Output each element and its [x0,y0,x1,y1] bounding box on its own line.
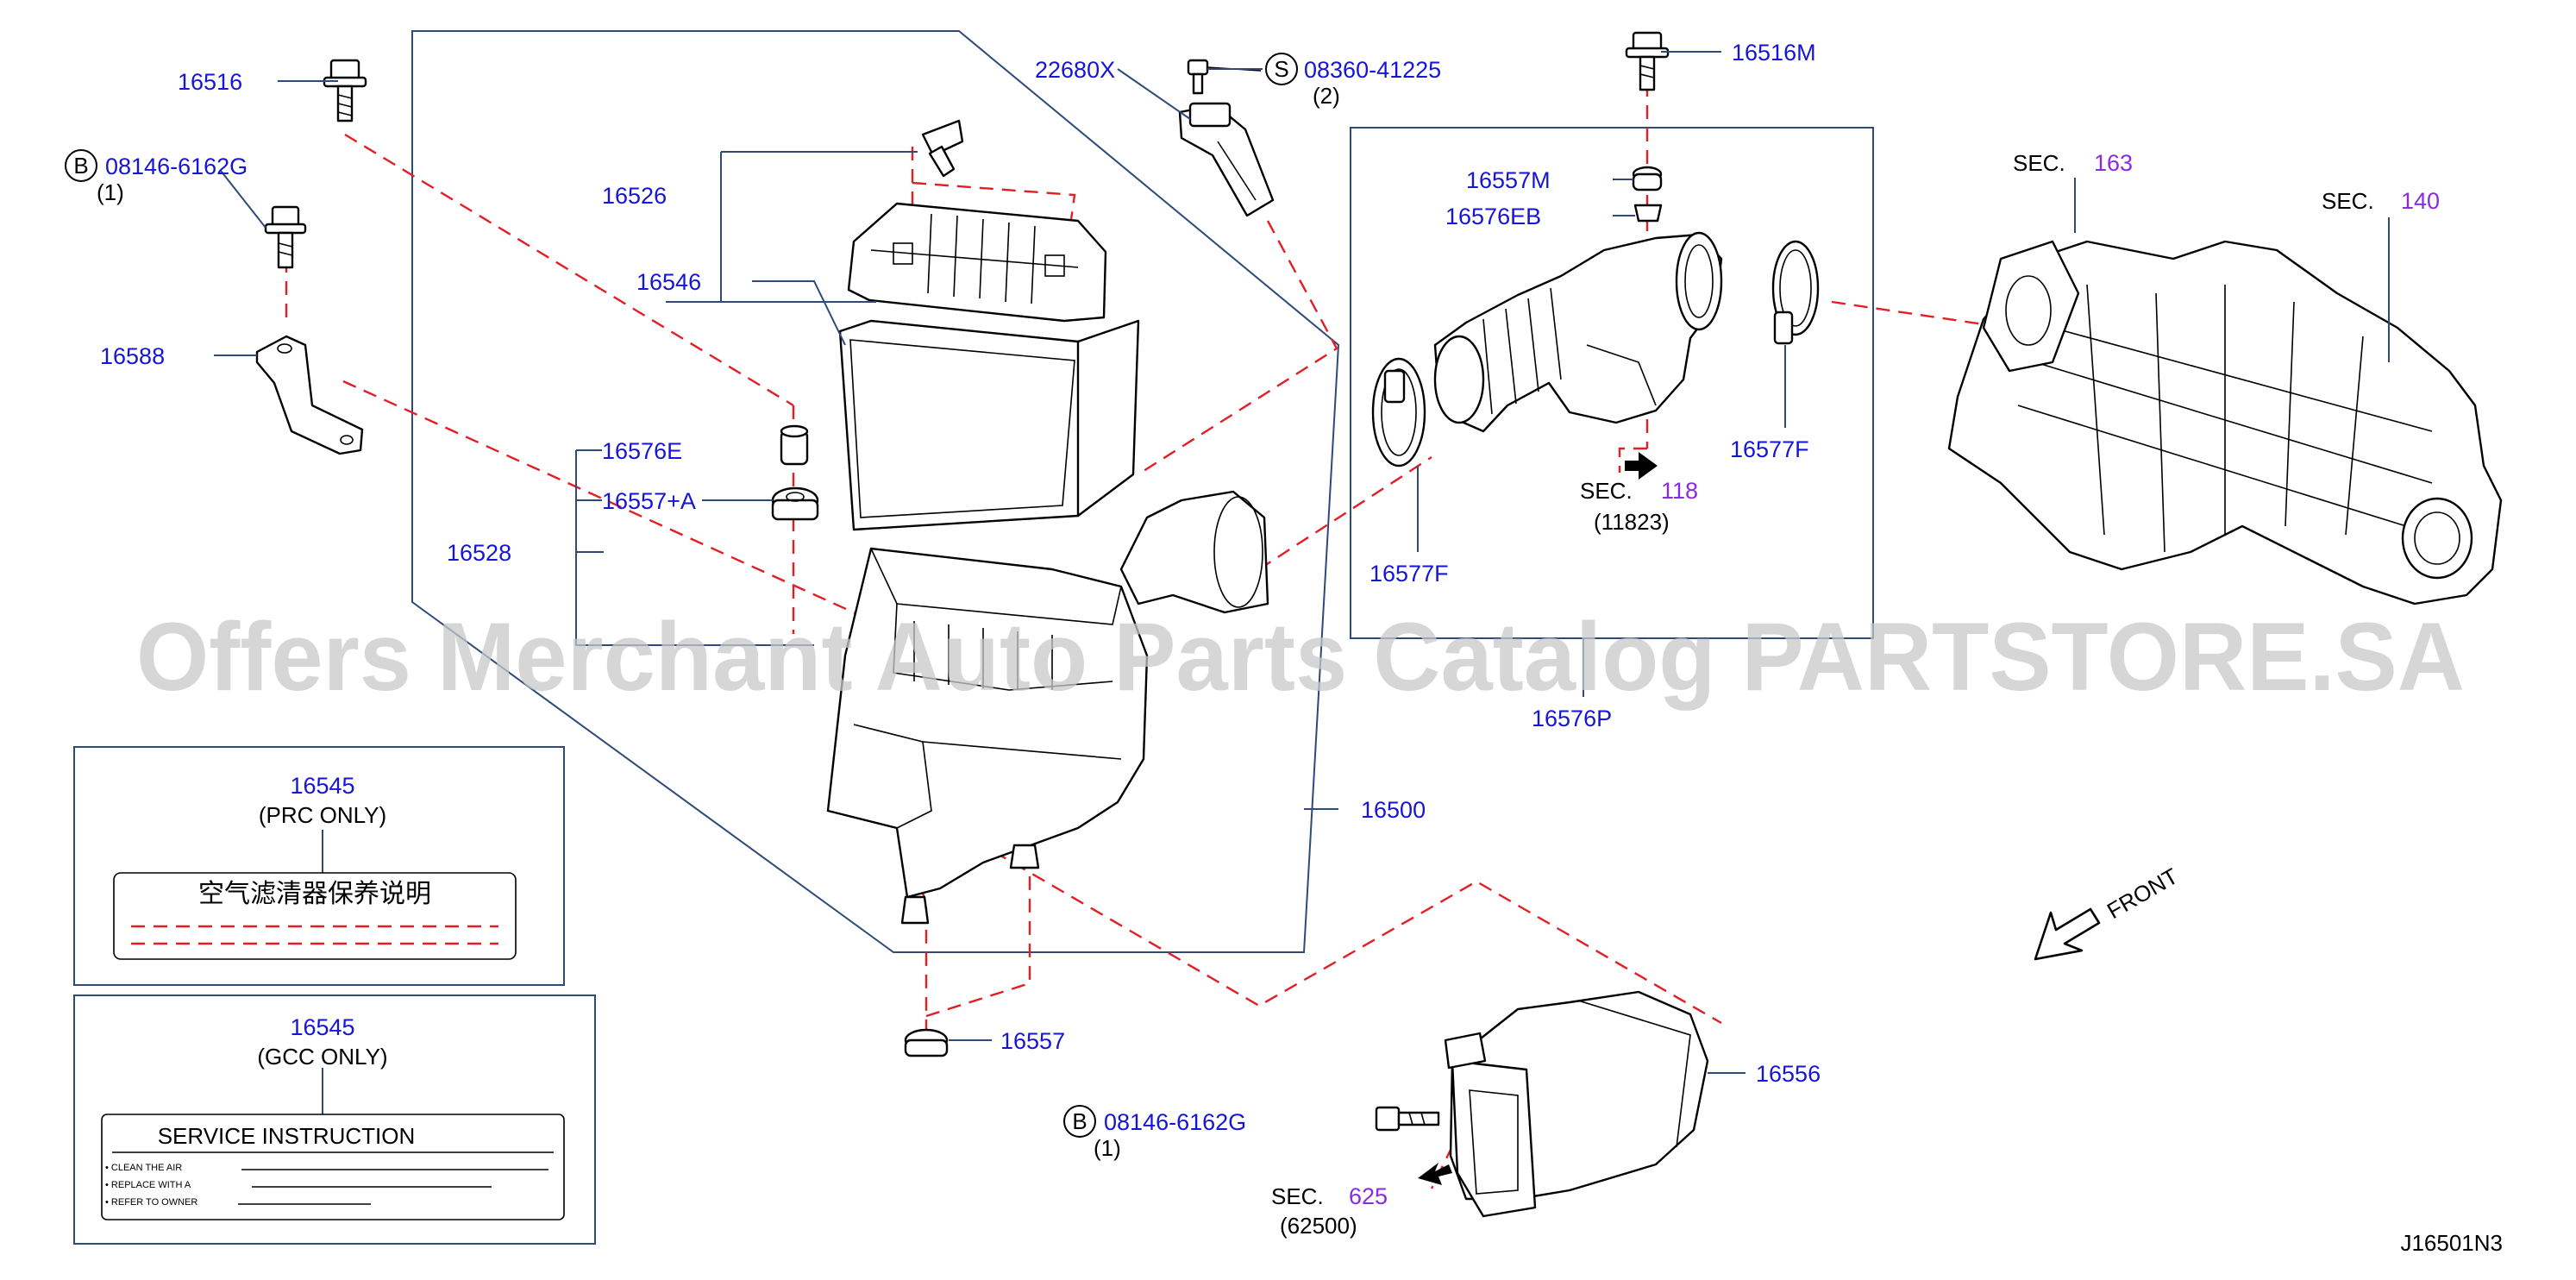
part-label-16528[interactable]: 16528 [447,540,511,566]
grommet-16557-illustration [904,1028,949,1057]
bracket-16588-illustration [255,335,364,455]
intake-duct-assembly-outline [1350,127,1874,639]
front-arrow-icon [2034,907,2101,961]
bolt-16516-illustration [323,59,367,122]
qty-08146-top: (1) [97,179,124,205]
part-label-16576E[interactable]: 16576E [602,438,682,464]
intake-manifold-sec140-illustration [1947,240,2503,605]
grommet-16576E-illustration [780,424,809,466]
front-label: FRONT [2103,863,2183,924]
arrow-sec118-icon [1625,452,1658,480]
part-label-16588[interactable]: 16588 [100,343,165,369]
prc-label-panel [73,746,565,986]
prefix-b-bottom: B [1072,1108,1087,1134]
part-label-22680X[interactable]: 22680X [1035,57,1115,83]
air-cleaner-body-16500-illustration [826,490,1269,925]
part-label-16577F-left[interactable]: 16577F [1369,561,1449,587]
air-cleaner-assembly-outline [411,30,1340,953]
part-label-16557A[interactable]: 16557+A [602,488,696,514]
gcc-label-panel [73,995,596,1245]
grommet-16557M-illustration [1632,166,1663,191]
air-duct-16556-illustration [1444,990,1709,1218]
sec140-number[interactable]: 140 [2401,188,2440,214]
sec625-sub: (62500) [1280,1213,1357,1239]
part-label-16576EB[interactable]: 16576EB [1445,204,1541,229]
front-direction-indicator: FRONT [2034,863,2183,961]
part-label-16576P[interactable]: 16576P [1532,706,1612,731]
part-label-08146-top[interactable]: 08146-6162G [105,154,248,179]
part-label-08146-bottom[interactable]: 08146-6162G [1104,1109,1246,1135]
gcc-label-line-2: • REPLACE WITH A [105,1180,191,1190]
gcc-label-line-1: • CLEAN THE AIR [105,1163,182,1173]
prc-only-note: (PRC ONLY) [259,802,386,828]
leader-lines [214,51,2390,1114]
sec625-number[interactable]: 625 [1349,1183,1388,1209]
sec163-word: SEC. [2013,150,2065,176]
part-label-08360-41225[interactable]: 08360-41225 [1304,57,1441,83]
gcc-label-title: SERVICE INSTRUCTION [158,1123,416,1149]
part-label-16557M[interactable]: 16557M [1466,167,1551,193]
sec625-word: SEC. [1271,1183,1324,1209]
screw-08360-illustration [1187,59,1262,95]
section-references: SEC. 118 (11823) SEC. 163 SEC. 140 SEC. … [1271,150,2440,1239]
bolt-16516M-illustration [1625,31,1670,91]
bolt-08146-top-illustration [264,205,307,269]
gcc-only-note: (GCC ONLY) [257,1044,387,1070]
part-label-16557[interactable]: 16557 [1000,1028,1065,1054]
prefix-s-badge [1265,53,1298,85]
part-label-16526[interactable]: 16526 [602,183,667,209]
prc-label-text: 空气滤清器保养说明 [198,879,431,909]
collar-16576EB-illustration [1633,204,1663,223]
air-cleaner-cover-illustration [847,202,1107,323]
arrow-sec625-icon [1418,1163,1452,1185]
prefix-b-badge-bottom [1063,1105,1096,1138]
part-label-16556[interactable]: 16556 [1756,1061,1821,1087]
bolt-08146-bottom-illustration [1375,1106,1440,1132]
prefix-s: S [1274,56,1288,82]
part-label-16516M[interactable]: 16516M [1732,40,1816,66]
part-label-16577F-right[interactable]: 16577F [1730,436,1809,462]
drawing-id: J16501N3 [2400,1230,2503,1256]
air-filter-16546-illustration [838,319,1140,531]
part-label-16500[interactable]: 16500 [1361,797,1426,823]
gcc-service-label: SERVICE INSTRUCTION • CLEAN THE AIR • RE… [101,1114,565,1220]
qty-08360: (2) [1313,83,1340,109]
mass-air-flow-sensor-22680X-illustration [1178,102,1275,217]
prefix-b-badge-top [65,149,97,182]
part-label-16546[interactable]: 16546 [636,269,701,295]
section-direction-arrows [1418,452,1658,1185]
gcc-label-line-3: • REFER TO OWNER [105,1197,197,1208]
part-label-16545-gcc[interactable]: 16545 [290,1014,354,1040]
part-label-16545-prc[interactable]: 16545 [290,773,354,799]
grommet-16557A-illustration [771,486,819,521]
qty-08146-bottom: (1) [1094,1135,1121,1161]
sec140-word: SEC. [2322,188,2374,214]
part-number-callouts: 16516 B 08146-6162G (1) 16588 16526 1654… [65,40,1821,1161]
sec118-word: SEC. [1580,478,1633,504]
prc-service-label: 空气滤清器保养说明 [113,872,517,960]
watermark-text: Offers Merchant Auto Parts Catalog PARTS… [136,603,2465,711]
prefix-b-top: B [73,153,88,179]
sec118-sub: (11823) [1594,509,1670,535]
clamp-16577F-right-illustration [1771,240,1820,345]
clip-16526-illustration [921,119,964,178]
sec118-number[interactable]: 118 [1661,478,1698,504]
part-label-16516[interactable]: 16516 [178,69,242,95]
clamp-16577F-left-illustration [1371,357,1426,467]
sec163-number[interactable]: 163 [2094,150,2133,176]
intake-duct-16576P-illustration [1433,231,1723,433]
